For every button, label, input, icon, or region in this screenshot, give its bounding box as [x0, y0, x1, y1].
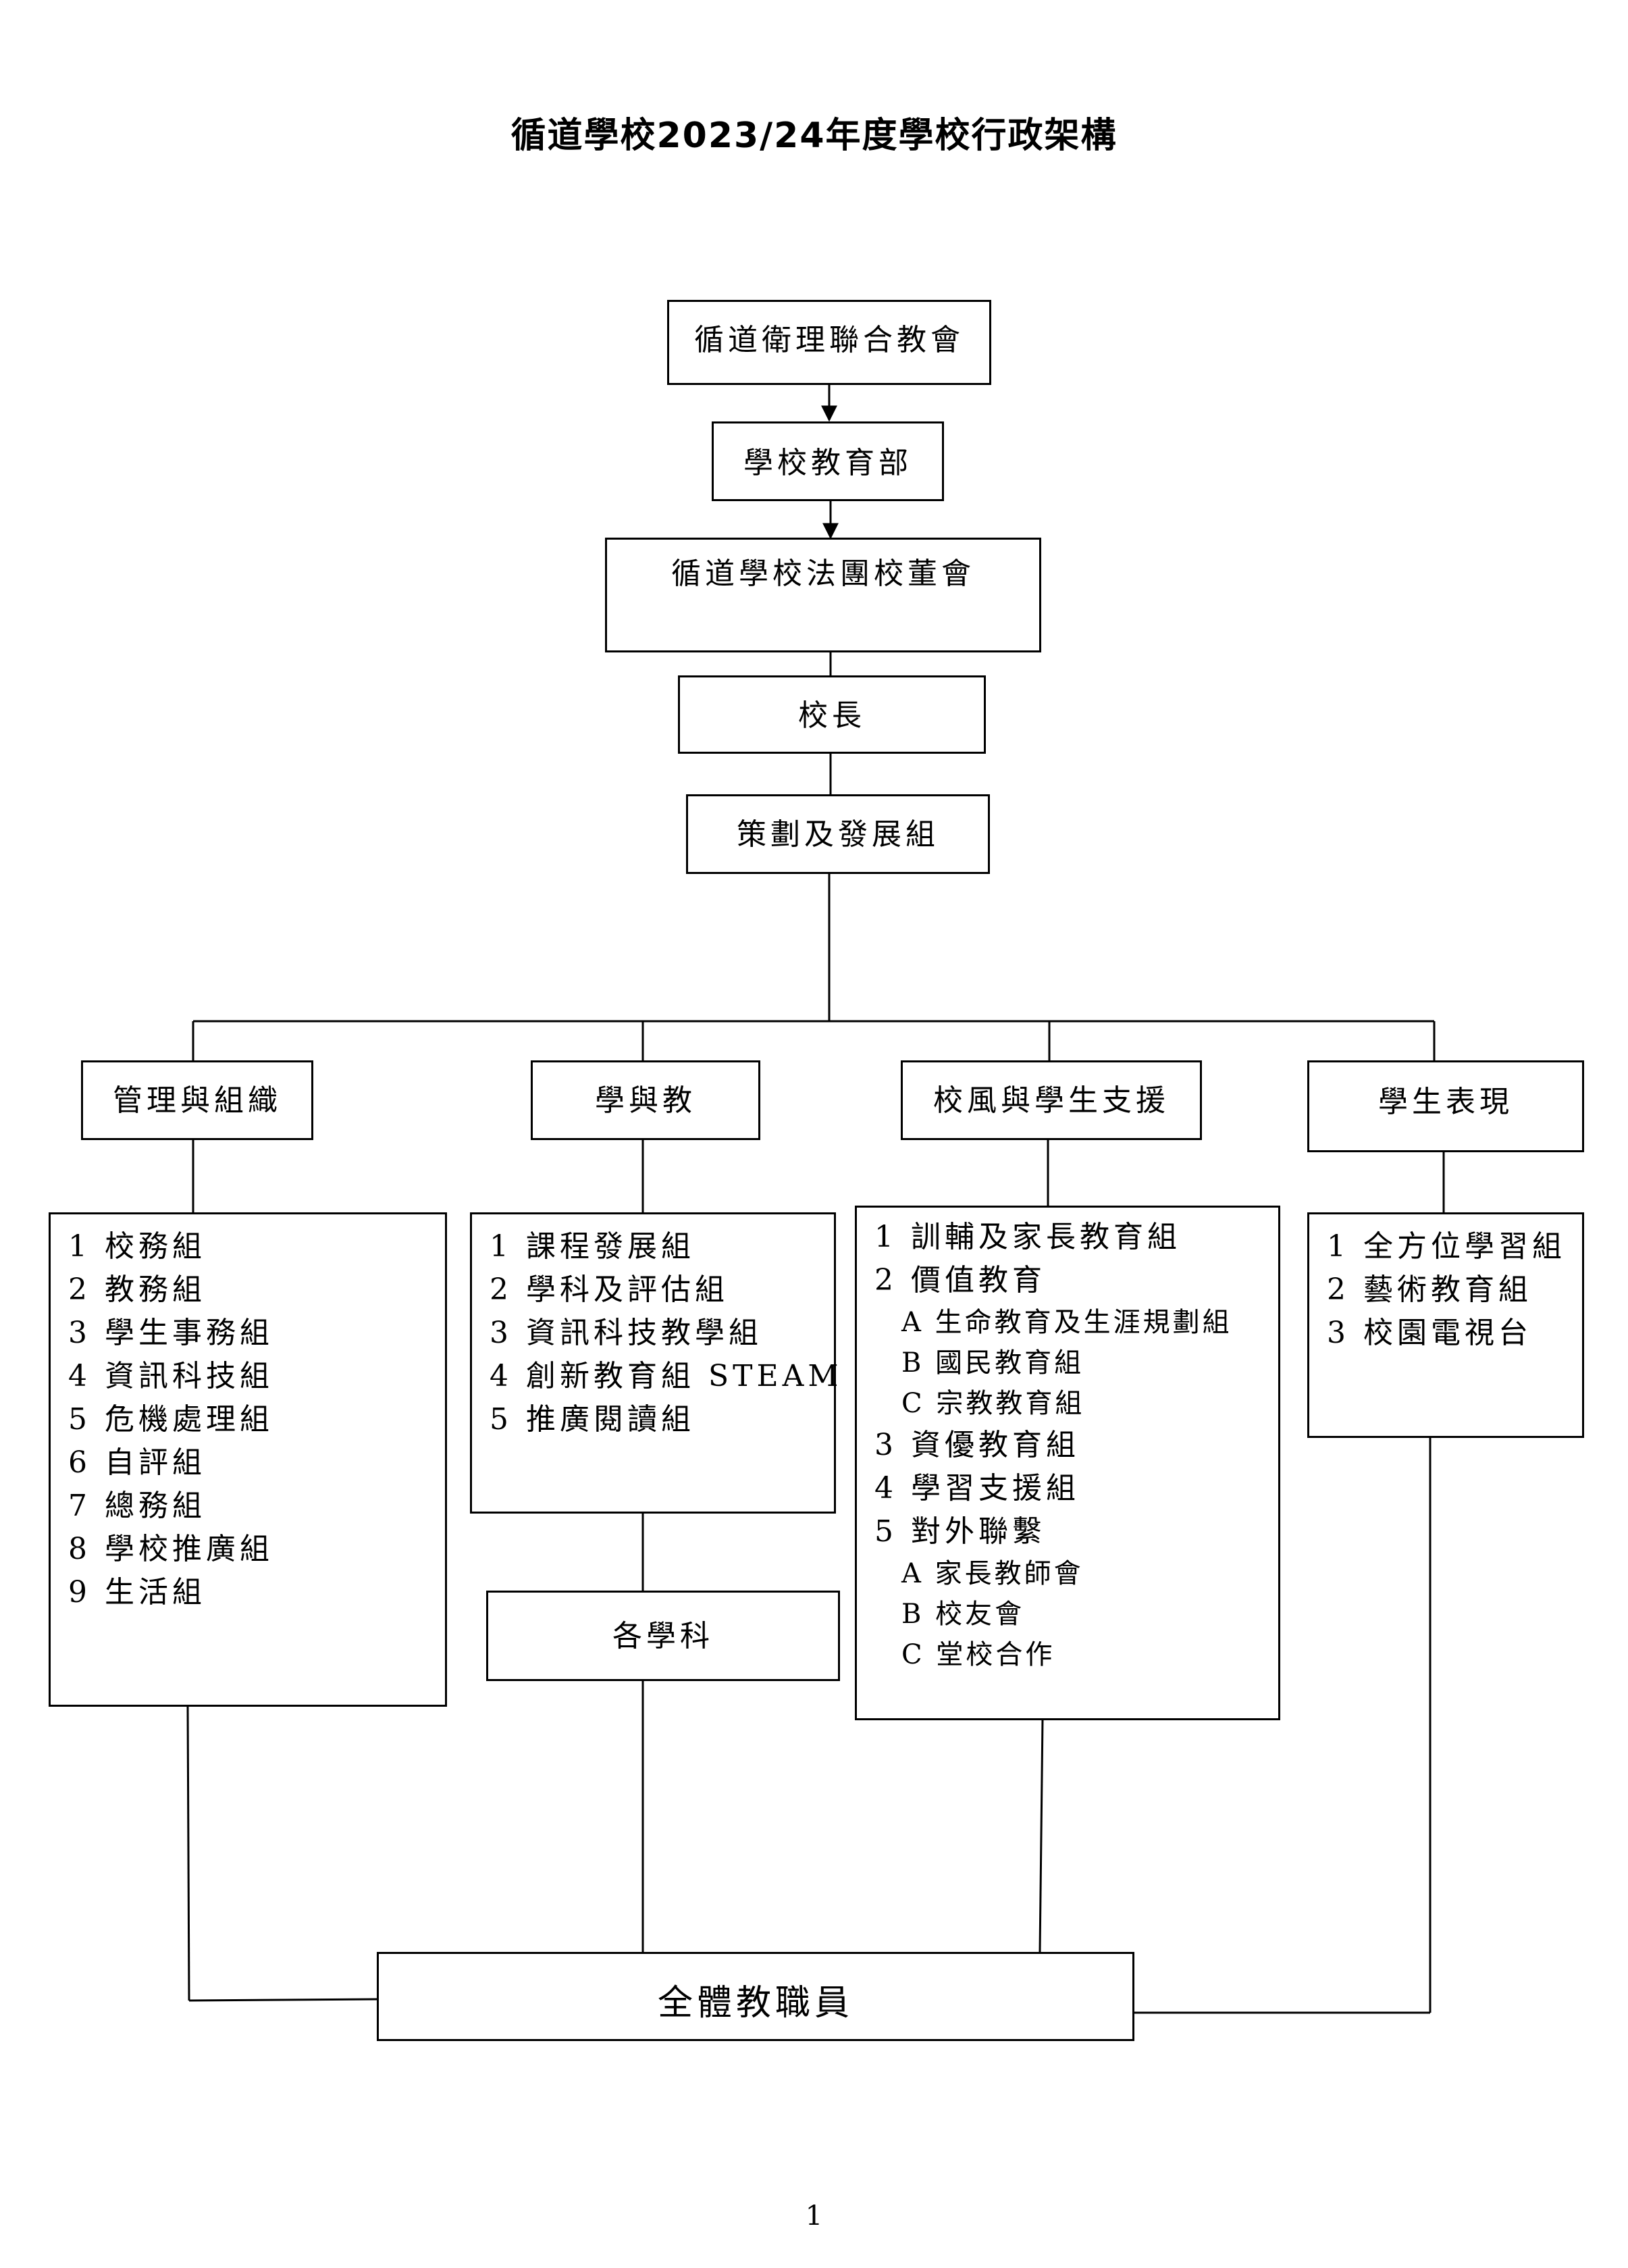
- list-item: 1 全方位學習組: [1327, 1229, 1566, 1264]
- list-item: 1 課程發展組: [490, 1229, 695, 1264]
- list-item: 2 學科及評估組: [490, 1272, 729, 1307]
- list-item: 3 校園電視台: [1327, 1316, 1532, 1350]
- box-school-education-dept: 學校教育部: [712, 421, 944, 501]
- page-title: 循道學校2023/24年度學校行政架構: [510, 115, 1118, 156]
- box-all-staff: 全體教職員: [377, 1952, 1134, 2041]
- list-item: 8 學校推廣組: [68, 1532, 273, 1566]
- branch-label: 管理與組織: [113, 1083, 282, 1118]
- list-student-performance: 1 全方位學習組 2 藝術教育組 3 校園電視台: [1307, 1212, 1584, 1438]
- box-label: 各學科: [612, 1619, 714, 1653]
- list-item: 2 教務組: [68, 1272, 206, 1307]
- branch-label: 學與教: [595, 1083, 696, 1118]
- branch-learning-teaching: 學與教: [531, 1060, 760, 1140]
- branch-management: 管理與組織: [81, 1060, 313, 1140]
- branch-label: 校風與學生支援: [933, 1083, 1170, 1118]
- box-methodist-church: 循道衛理聯合教會: [667, 300, 991, 385]
- list-ethos-student-support: 1 訓輔及家長教育組 2 價值教育 A 生命教育及生涯規劃組 B 國民教育組 C…: [855, 1206, 1280, 1720]
- box-label: 策劃及發展組: [737, 817, 939, 852]
- box-label: 循道學校法團校董會: [671, 557, 975, 591]
- list-learning-teaching: 1 課程發展組 2 學科及評估組 3 資訊科技教學組 4 創新教育組 STEAM…: [470, 1212, 843, 1514]
- box-subjects: 各學科: [486, 1591, 840, 1681]
- box-incorporated-management-committee: 循道學校法團校董會: [605, 538, 1041, 652]
- list-item: 5 對外聯繫: [874, 1514, 1046, 1549]
- list-item: 1 訓輔及家長教育組: [874, 1220, 1181, 1254]
- box-label: 學校教育部: [743, 446, 912, 480]
- list-item: 4 創新教育組 STEAM: [490, 1359, 843, 1393]
- list-item: 7 總務組: [68, 1489, 206, 1523]
- box-planning-development: 策劃及發展組: [686, 794, 990, 874]
- list-item: 3 資訊科技教學組: [490, 1316, 762, 1350]
- list-item: 3 資優教育組: [874, 1428, 1080, 1462]
- branch-label: 學生表現: [1378, 1085, 1513, 1119]
- list-item: 2 藝術教育組: [1327, 1272, 1532, 1307]
- box-label: 全體教職員: [657, 1983, 854, 2024]
- list-subitem: A 家長教師會: [901, 1558, 1084, 1589]
- list-item: 2 價值教育: [874, 1263, 1046, 1297]
- list-subitem: C 宗教教育組: [901, 1388, 1085, 1419]
- list-item: 1 校務組: [68, 1229, 206, 1264]
- box-label: 校長: [798, 698, 866, 733]
- list-subitem: B 校友會: [901, 1599, 1025, 1630]
- list-item: 6 自評組: [68, 1445, 206, 1480]
- list-item: 4 資訊科技組: [68, 1359, 273, 1393]
- list-item: 9 生活組: [68, 1575, 206, 1609]
- box-label: 循道衛理聯合教會: [694, 323, 964, 357]
- branch-student-performance: 學生表現: [1307, 1060, 1584, 1152]
- list-item: 3 學生事務組: [68, 1316, 273, 1350]
- list-subitem: A 生命教育及生涯規劃組: [901, 1307, 1232, 1338]
- box-principal: 校長: [678, 675, 986, 754]
- branch-ethos-student-support: 校風與學生支援: [901, 1060, 1202, 1140]
- list-item: 4 學習支援組: [874, 1471, 1080, 1505]
- list-item: 5 推廣閱讀組: [490, 1402, 695, 1437]
- list-subitem: C 堂校合作: [901, 1639, 1055, 1670]
- page-number: 1: [805, 2200, 823, 2232]
- list-management: 1 校務組 2 教務組 3 學生事務組 4 資訊科技組 5 危機處理組 6 自評…: [49, 1212, 447, 1707]
- list-item: 5 危機處理組: [68, 1402, 273, 1437]
- list-subitem: B 國民教育組: [901, 1347, 1084, 1378]
